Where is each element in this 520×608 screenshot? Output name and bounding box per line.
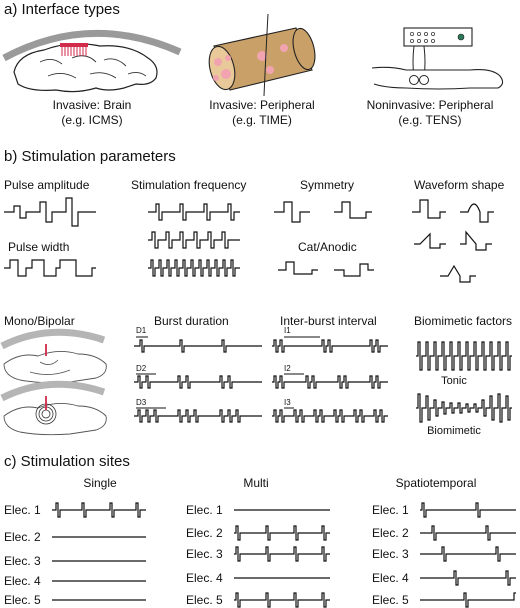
spatiotemporal-elec-3-trace	[420, 546, 516, 562]
elec-label: Elec. 2	[186, 526, 223, 540]
waveform-pulse-amplitude	[4, 197, 96, 227]
caption-biomimetic: Biomimetic	[427, 425, 481, 437]
tag-i3: I3	[284, 398, 291, 407]
waveform-shapes	[412, 199, 494, 283]
elec-label: Elec. 4	[372, 571, 409, 585]
elec-label: Elec. 1	[372, 503, 409, 517]
monopolar-illustration	[0, 328, 107, 384]
waveform-biomimetic	[416, 393, 512, 423]
elec-label: Elec. 4	[186, 571, 223, 585]
tag-i2: I2	[284, 364, 291, 373]
label-cat-anodic: Cat/Anodic	[298, 240, 357, 254]
waveform-symmetric	[274, 201, 310, 223]
section-c-title: c) Stimulation sites	[4, 453, 130, 470]
elec-label: Elec. 3	[4, 554, 41, 568]
elec-label: Elec. 5	[186, 593, 223, 607]
multi-column: Elec. 1 Elec. 2 Elec. 3 Elec. 4 Elec. 5	[186, 503, 330, 608]
label-mono-bipolar: Mono/Bipolar	[4, 314, 75, 328]
interface-example-brain: (e.g. ICMS)	[61, 113, 122, 127]
spatiotemporal-elec-5-trace	[420, 592, 516, 608]
caption-tonic: Tonic	[441, 375, 467, 387]
tag-d2: D2	[136, 364, 147, 373]
column-spatiotemporal: Spatiotemporal	[396, 476, 477, 490]
waveform-anodic	[334, 263, 374, 277]
waveform-burst-duration	[134, 336, 262, 423]
column-multi: Multi	[243, 476, 268, 490]
multi-elec-5-trace	[234, 592, 330, 608]
elec-label: Elec. 5	[372, 593, 409, 607]
bipolar-illustration	[0, 380, 107, 436]
waveform-inter-burst-interval	[272, 336, 388, 423]
tens-interface-illustration	[371, 27, 504, 90]
section-b-title: b) Stimulation parameters	[4, 148, 176, 165]
label-waveform-shape: Waveform shape	[414, 178, 505, 192]
single-elec-1-trace	[52, 502, 146, 518]
label-burst-duration: Burst duration	[154, 314, 229, 328]
elec-label: Elec. 1	[186, 503, 223, 517]
multi-elec-3-trace	[234, 546, 330, 562]
spatiotemporal-elec-4-trace	[420, 570, 516, 586]
label-pulse-width: Pulse width	[8, 240, 69, 254]
elec-label: Elec. 2	[372, 526, 409, 540]
single-column: Elec. 1 Elec. 2 Elec. 3 Elec. 4 Elec. 5	[4, 502, 146, 607]
tag-i1: I1	[284, 326, 291, 335]
interface-label-peripheral: Invasive: Peripheral	[209, 98, 314, 112]
section-a-title: a) Interface types	[4, 1, 120, 18]
elec-label: Elec. 3	[186, 547, 223, 561]
brain-interface-illustration	[2, 30, 182, 93]
interface-example-noninvasive: (e.g. TENS)	[398, 113, 461, 127]
label-biomimetic-factors: Biomimetic factors	[414, 314, 512, 328]
label-pulse-amplitude: Pulse amplitude	[4, 178, 90, 192]
spatiotemporal-elec-1-trace	[420, 502, 516, 518]
waveform-pulse-width	[4, 259, 96, 277]
tag-d3: D3	[136, 398, 147, 407]
elec-label: Elec. 1	[4, 503, 41, 517]
spatiotemporal-column: Elec. 1 Elec. 2 Elec. 3 Elec. 4 Elec. 5	[372, 502, 516, 608]
waveform-asymmetric	[334, 201, 372, 219]
interface-label-brain: Invasive: Brain	[53, 98, 132, 112]
interface-label-noninvasive: Noninvasive: Peripheral	[367, 98, 494, 112]
spatiotemporal-elec-2-trace	[420, 525, 516, 541]
waveform-frequency-group	[148, 203, 240, 277]
elec-label: Elec. 5	[4, 593, 41, 607]
elec-label: Elec. 3	[372, 547, 409, 561]
waveform-cathodic	[278, 261, 318, 275]
elec-label: Elec. 2	[4, 530, 41, 544]
label-inter-burst-interval: Inter-burst interval	[280, 314, 377, 328]
waveform-tonic	[416, 341, 512, 371]
elec-label: Elec. 4	[4, 574, 41, 588]
label-symmetry: Symmetry	[300, 178, 354, 192]
label-stimulation-frequency: Stimulation frequency	[131, 178, 246, 192]
tag-d1: D1	[136, 326, 147, 335]
interface-example-peripheral: (e.g. TIME)	[232, 113, 292, 127]
column-single: Single	[83, 476, 117, 490]
multi-elec-2-trace	[234, 525, 330, 541]
nerve-interface-illustration	[208, 13, 316, 97]
